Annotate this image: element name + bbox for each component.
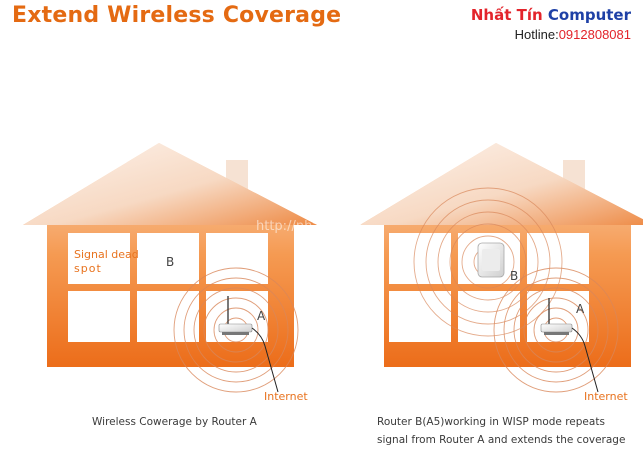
- left-rooms: [68, 233, 268, 342]
- brand-block: Nhất Tín Computer Hotline:0912808081: [471, 6, 631, 42]
- left-router-a: [218, 296, 253, 335]
- right-router-a-label: A: [576, 302, 585, 316]
- right-caption-line2: signal from Router A and extends the cov…: [377, 434, 626, 446]
- left-dead-spot-label-1: Signal dead: [74, 248, 139, 261]
- left-room-3: [206, 233, 268, 284]
- left-router-a-label: A: [257, 309, 266, 323]
- left-room-2: [137, 233, 199, 284]
- left-internet-label: Internet: [264, 390, 308, 403]
- left-signal-rings: [173, 267, 299, 393]
- right-house: B A Internet: [360, 143, 643, 403]
- right-room-1: [389, 233, 451, 284]
- brand-name-part2: Computer: [547, 6, 631, 24]
- right-internet-cable: [571, 327, 599, 393]
- left-dead-spot-label-2: spot: [74, 262, 102, 275]
- left-internet-cable: [251, 327, 279, 393]
- right-router-a: [540, 298, 573, 335]
- right-roof: [360, 143, 643, 225]
- left-room-b-label: B: [166, 255, 174, 269]
- page-title: Extend Wireless Coverage: [12, 3, 342, 28]
- left-roof: [23, 143, 317, 225]
- right-caption-line1: Router B(A5)working in WISP mode repeats: [377, 416, 605, 428]
- brand-logo-text: Nhất Tín Computer: [471, 6, 631, 24]
- right-room-3: [527, 233, 589, 284]
- left-caption: Wireless Cowerage by Router A: [92, 416, 257, 428]
- right-signal-rings-a: [493, 267, 619, 393]
- left-room-1: [68, 233, 130, 284]
- hotline-number: 0912808081: [558, 27, 631, 42]
- watermark-text: http://nhattin.vn: [256, 219, 362, 234]
- hotline: Hotline:0912808081: [471, 27, 631, 42]
- brand-name-part1: Nhất Tín: [470, 6, 543, 24]
- right-room-b-label: B: [510, 269, 518, 283]
- left-house: Signal dead spot B A Internet: [23, 143, 317, 403]
- left-room-4: [68, 291, 130, 342]
- right-signal-rings-b: [413, 187, 563, 337]
- right-room-4: [389, 291, 451, 342]
- right-internet-label: Internet: [584, 390, 628, 403]
- right-router-b: [477, 242, 505, 278]
- hotline-label: Hotline:: [514, 27, 559, 42]
- left-room-5: [137, 291, 199, 342]
- right-room-5: [458, 291, 520, 342]
